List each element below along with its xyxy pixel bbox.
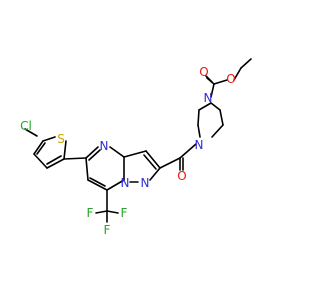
fluorine-atom-3-label: F [104,223,111,237]
atom-labels: Cl S N N N O N N O O F F F [20,65,236,237]
structure-svg: Cl S N N N O N N O O F F F [20,58,252,237]
bonds [24,58,252,223]
carbonyl-oxygen-label: O [199,65,208,79]
molecule-diagram: Cl S N N N O N N O O F F F [20,58,252,237]
sulfur-atom-label: S [57,132,65,146]
ester-oxygen-label: O [226,72,235,86]
piperazine-nitrogen-2-label: N [204,91,213,105]
fluorine-atom-2-label: F [121,206,128,220]
fluorine-atom-1-label: F [87,206,94,220]
amide-oxygen-label: O [177,169,186,183]
bridgehead-nitrogen-label: N [121,176,130,190]
chlorine-atom-label: Cl [20,119,32,133]
pyrazole-nitrogen-label: N [141,176,150,190]
piperazine-nitrogen-1-label: N [195,138,204,152]
pyrimidine-nitrogen-label: N [100,139,109,153]
